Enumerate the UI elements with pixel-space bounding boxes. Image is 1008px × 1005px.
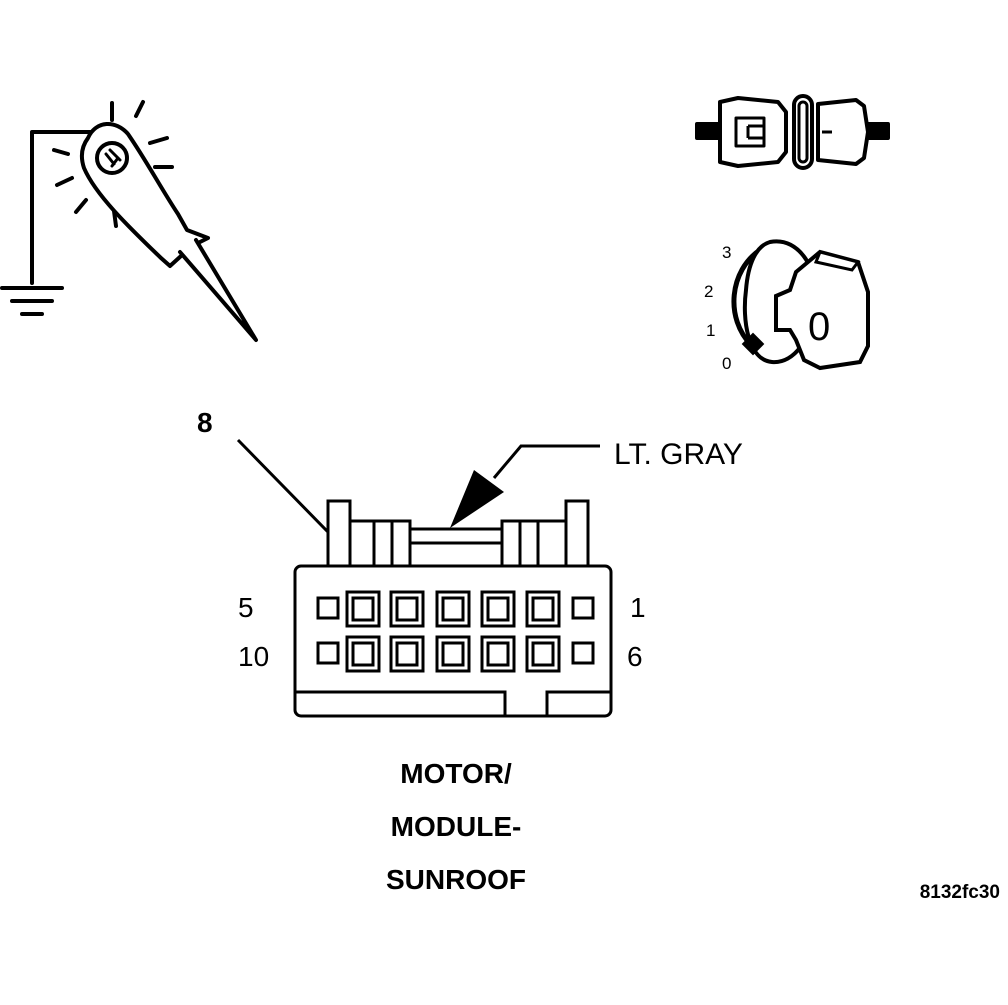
pin-label-bottom-left: 10 — [238, 641, 269, 672]
cavity-terminal — [441, 641, 465, 667]
lock-tab — [408, 527, 504, 569]
cavity-terminal — [531, 641, 555, 667]
latch-post-right — [564, 499, 590, 569]
probe-pin-number: 8 — [197, 407, 213, 438]
cavity-terminal — [395, 641, 419, 667]
connector-face — [293, 499, 613, 718]
ignition-key — [774, 249, 870, 371]
connector-male-half — [718, 96, 788, 168]
cavity-terminal — [486, 641, 510, 667]
connector-name-line-2: MODULE- — [391, 811, 522, 842]
ignition-position-2: 2 — [704, 282, 713, 301]
cavity-terminal — [441, 596, 465, 622]
ignition-key-label: 0 — [808, 305, 830, 349]
ignition-position-1: 1 — [706, 321, 715, 340]
cavity-terminal — [351, 596, 375, 622]
color-label-leader — [450, 444, 600, 528]
connector-color-label: LT. GRAY — [614, 438, 743, 471]
cavity-terminal — [486, 596, 510, 622]
connector-name-line-3: SUNROOF — [386, 864, 526, 895]
connector-name-line-1: MOTOR/ — [400, 758, 512, 789]
ground-symbol-icon — [0, 286, 64, 316]
test-light-to-ground-icon — [0, 100, 258, 342]
cavity-terminal — [351, 641, 375, 667]
ignition-position-3: 3 — [722, 243, 731, 262]
cavity-small-left-row-1 — [316, 596, 340, 620]
latch-post-left — [326, 499, 352, 569]
ground-wire — [30, 130, 92, 285]
pin-label-bottom-right: 6 — [627, 641, 643, 672]
figure-id: 8132fc30 — [920, 882, 1000, 903]
pin-label-top-left: 5 — [238, 592, 254, 623]
connector-female-half — [816, 98, 870, 166]
cavity-terminal — [531, 596, 555, 622]
ignition-key-icon: 3 2 1 0 0 — [704, 239, 870, 373]
pin-label-top-right: 1 — [630, 592, 646, 623]
ignition-position-0: 0 — [722, 354, 731, 373]
connector-disconnect-icon — [695, 94, 890, 170]
connector-cavities — [316, 590, 595, 673]
ignition-pointer — [741, 332, 765, 356]
cavity-small-right-row-1 — [571, 596, 595, 620]
probe-tip — [178, 238, 258, 342]
cavity-small-left-row-2 — [316, 641, 340, 665]
cavity-terminal — [395, 596, 419, 622]
cavity-small-right-row-2 — [571, 641, 595, 665]
bulb — [95, 141, 129, 175]
